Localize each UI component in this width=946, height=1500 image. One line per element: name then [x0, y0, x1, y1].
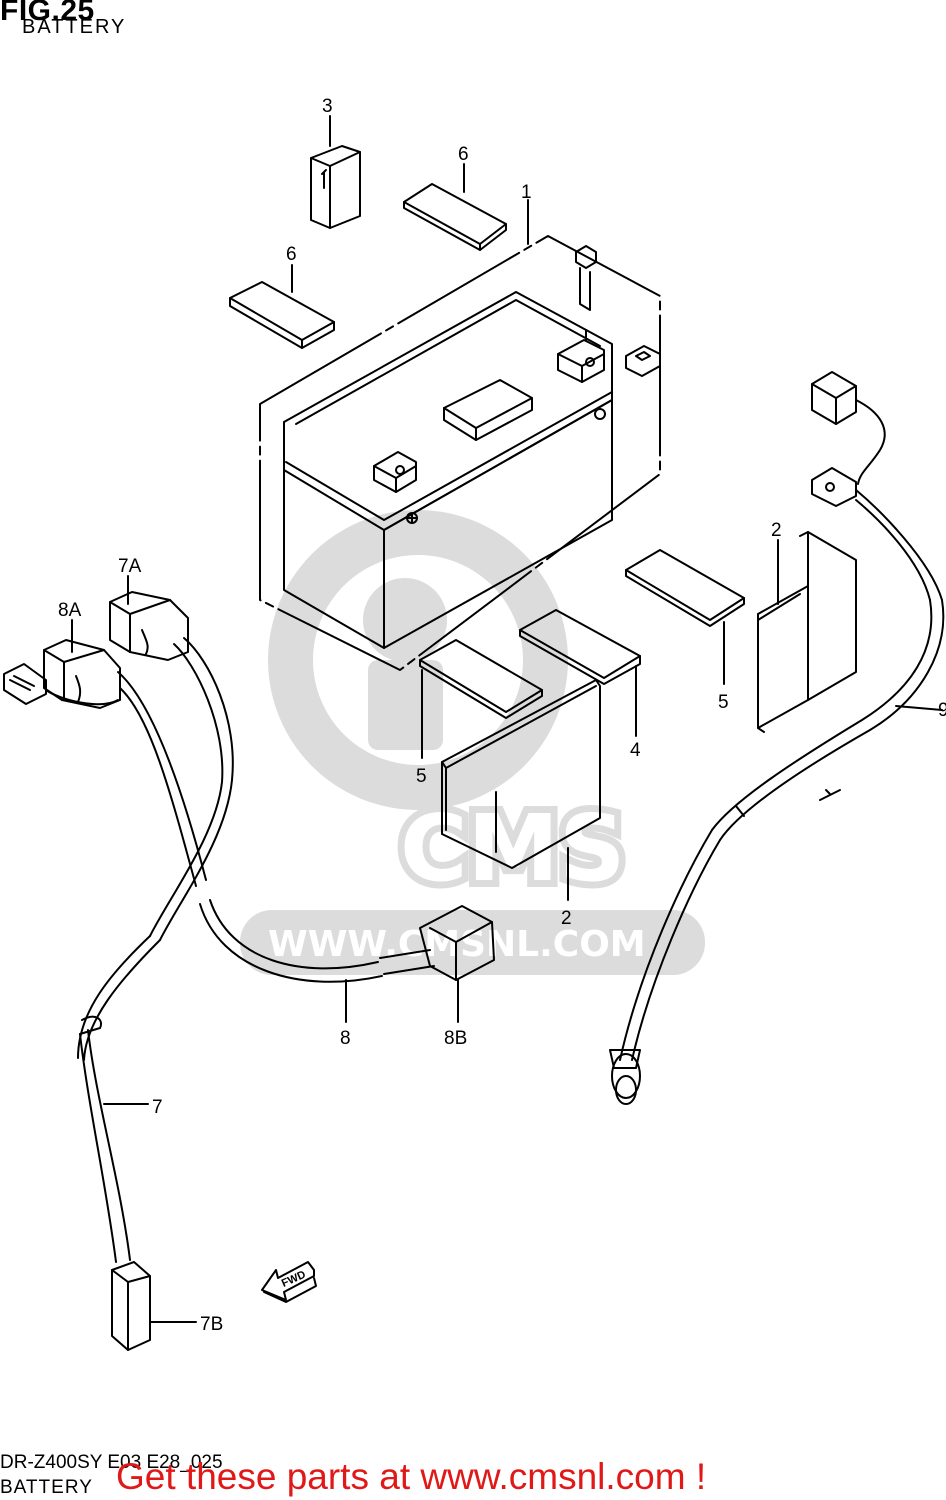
- callout-6-top: 6: [458, 144, 469, 165]
- part-9-negative-cable: [609, 371, 945, 1105]
- callout-labels: 3 6 6 1 7A 8A 2 9 5 4 5 2 8 8B 7 7B: [58, 96, 946, 1335]
- callout-7: 7: [152, 1097, 163, 1118]
- callout-8: 8: [340, 1028, 351, 1049]
- part-4-pad: [519, 609, 641, 685]
- callout-8A: 8A: [58, 600, 82, 621]
- promo-link-text[interactable]: Get these parts at www.cmsnl.com !: [116, 1456, 707, 1497]
- callout-7B: 7B: [200, 1314, 223, 1335]
- fwd-arrow-icon: [261, 1261, 317, 1303]
- part-5-pad-right: [625, 549, 745, 627]
- part-1-battery-outline: [259, 235, 661, 671]
- watermark-brand: CMS: [400, 795, 625, 902]
- callout-8B: 8B: [444, 1028, 467, 1049]
- figure-subtitle: BATTERY: [22, 16, 127, 38]
- callout-3: 3: [322, 96, 333, 117]
- model-subtitle: BATTERY: [0, 1477, 93, 1498]
- part-3-small-box: [310, 145, 361, 229]
- part-8-positive-cable: [3, 591, 495, 1351]
- model-code: DR-Z400SY E03 E28_025: [0, 1452, 223, 1473]
- part-6-pad-left: [229, 281, 335, 349]
- part-2-plate-right: [757, 531, 857, 733]
- figure-title: FIG.25: [0, 0, 95, 27]
- callout-2-right: 2: [771, 520, 782, 541]
- part-6-pad-top: [403, 183, 507, 251]
- callout-9: 9: [938, 700, 946, 721]
- callout-4: 4: [630, 740, 641, 761]
- part-2-plate-lower: [441, 679, 601, 869]
- part-5-pad-left: [419, 639, 543, 719]
- callout-1: 1: [521, 182, 532, 203]
- callout-2-lower: 2: [561, 908, 572, 929]
- callout-7A: 7A: [118, 556, 142, 577]
- callout-6-left: 6: [286, 244, 297, 265]
- part-1-battery-body: [283, 245, 661, 649]
- callout-5-right: 5: [718, 692, 729, 713]
- callout-5-left: 5: [416, 766, 427, 787]
